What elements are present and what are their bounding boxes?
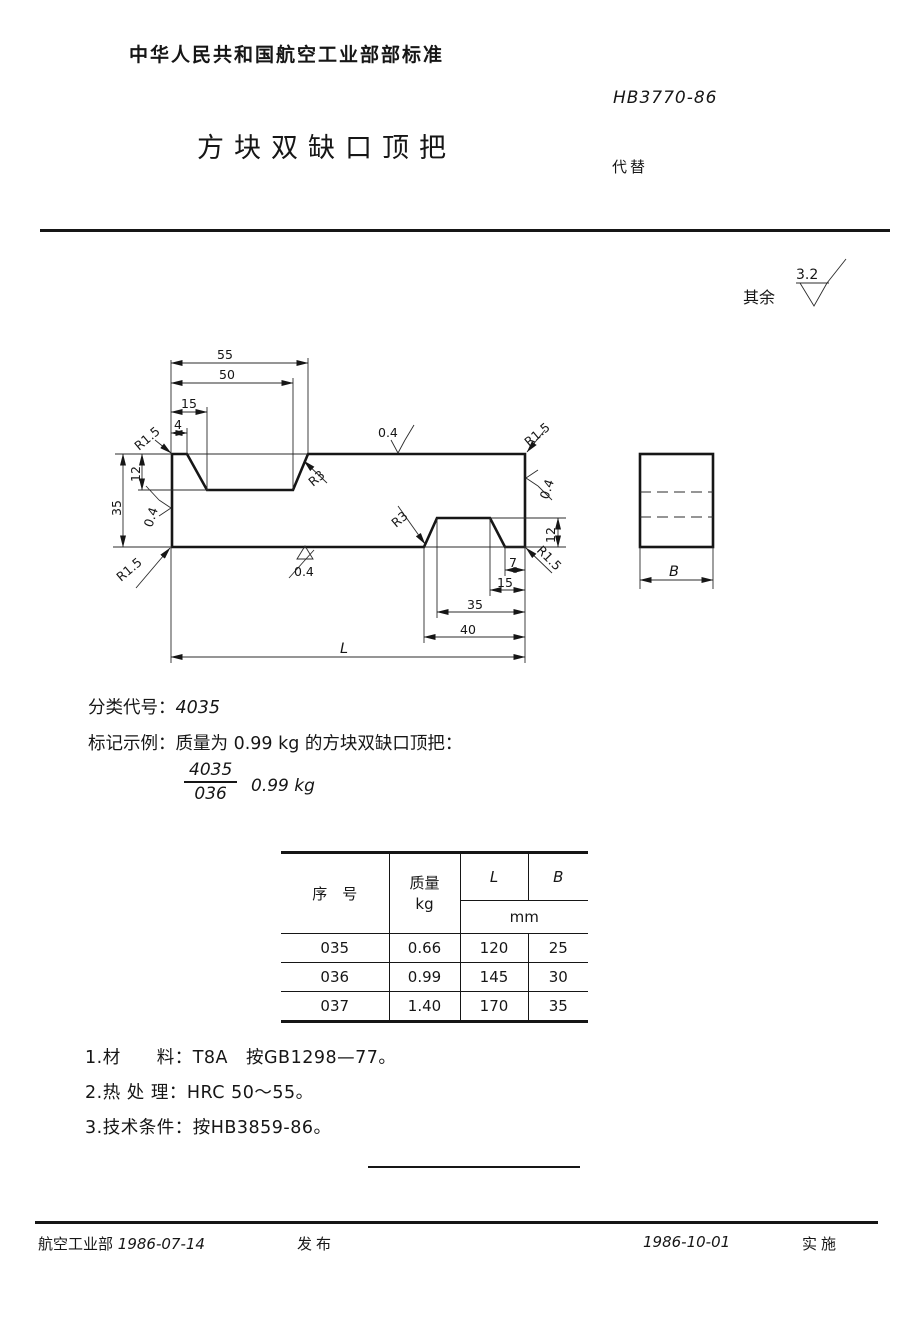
fraction-numerator: 4035 <box>184 760 238 783</box>
finish-right-label: 0.4 <box>537 477 557 501</box>
side-view-outline <box>638 452 715 549</box>
note-value: HRC 50～55。 <box>186 1083 314 1103</box>
fillet-top-left-label: R1.5 <box>131 423 163 453</box>
note-heat-treatment: 2.热 处 理：HRC 50～55。 <box>85 1079 314 1104</box>
page-title: 方块双缺口顶把 <box>197 133 456 164</box>
dimension-labels: 55 50 15 4 R1.5 0.4 R1.5 R3 0.4 12 35 0.… <box>109 347 679 657</box>
radius-top-notch-label: R3 <box>305 467 327 489</box>
footer-rule <box>35 1221 878 1224</box>
dim-bottom-35: 35 <box>467 597 483 612</box>
table-row: 035 0.66 120 25 <box>281 933 588 963</box>
note-number: 3. <box>85 1118 103 1138</box>
marking-label: 标记示例： <box>88 734 176 754</box>
cell-mass: 0.99 <box>388 962 460 992</box>
dimension-lines <box>120 360 714 660</box>
surface-roughness-mark: 其余 3.2 <box>743 258 847 307</box>
col-header-width: B <box>527 852 588 901</box>
col-header-mass-line2: kg <box>415 894 434 913</box>
table-row: 036 0.99 145 30 <box>281 962 588 992</box>
section-separator <box>368 1166 580 1168</box>
cell-length: 120 <box>459 933 528 963</box>
finish-symbols <box>145 424 553 579</box>
footer-org-date: 航空工业部 1986-07-14 <box>38 1233 205 1254</box>
marking-fraction: 4035 036 <box>184 760 238 804</box>
cell-serial: 036 <box>281 962 389 992</box>
cell-width: 25 <box>527 933 588 963</box>
footer-org: 航空工业部 <box>38 1235 114 1253</box>
header-rule <box>40 229 890 232</box>
leader-lines <box>135 429 553 589</box>
note-label: 技术条件： <box>102 1118 193 1138</box>
dim-length-label: L <box>340 641 348 657</box>
dim-depth-right-label: 12 <box>543 527 558 543</box>
front-view-outline <box>170 452 527 549</box>
extension-lines <box>113 358 714 663</box>
dim-bottom-15: 15 <box>497 575 513 590</box>
marking-description: 质量为 0.99 kg 的方块双缺口顶把： <box>175 734 463 754</box>
cell-length: 145 <box>459 962 528 992</box>
col-header-mass-line1: 质量 <box>409 873 440 892</box>
dim-bottom-40: 40 <box>460 622 476 637</box>
cell-width: 35 <box>527 991 588 1022</box>
note-technical-conditions: 3.技术条件：按HB3859-86。 <box>85 1114 332 1139</box>
replaces-label: 代替 <box>612 158 649 176</box>
radius-bottom-notch-label: R3 <box>388 508 410 530</box>
fillet-top-right-label: R1.5 <box>521 419 553 449</box>
note-number: 2. <box>85 1083 103 1103</box>
dim-width-label: B <box>669 564 679 580</box>
finish-bottom-label: 0.4 <box>294 564 314 579</box>
fillet-bottom-left-label: R1.5 <box>113 554 145 584</box>
fraction-denominator: 036 <box>194 784 227 804</box>
dim-bottom-7: 7 <box>509 555 517 570</box>
note-value: T8A 按GB1298—77。 <box>192 1048 397 1068</box>
marking-example-line: 标记示例：质量为 0.99 kg 的方块双缺口顶把： <box>88 730 462 755</box>
technical-drawing: 其余 3.2 <box>109 258 847 663</box>
footer-release-label: 发布 <box>297 1235 336 1253</box>
dim-height-label: 35 <box>109 500 124 516</box>
cell-serial: 037 <box>320 997 350 1015</box>
dim-top-50: 50 <box>219 367 235 382</box>
note-label: 材 料： <box>102 1048 193 1068</box>
finish-top-label: 0.4 <box>378 425 398 440</box>
footer-impl-label: 实施 <box>802 1235 841 1253</box>
note-value: 按HB3859-86。 <box>192 1118 332 1138</box>
dim-top-15: 15 <box>181 396 197 411</box>
col-header-serial: 序 号 <box>281 852 389 934</box>
note-material: 1.材 料：T8A 按GB1298—77。 <box>85 1044 396 1069</box>
col-header-length: L <box>459 852 528 901</box>
cell-serial: 035 <box>281 933 389 963</box>
classification-label: 分类代号： <box>88 698 176 718</box>
cell-width: 30 <box>527 962 588 992</box>
note-number: 1. <box>85 1048 103 1068</box>
cell-mass: 1.40 <box>388 991 460 1022</box>
surface-prefix-label: 其余 <box>743 288 775 307</box>
cell-mass: 0.66 <box>388 933 460 963</box>
classification-line: 分类代号：4035 <box>88 694 220 719</box>
footer-release-date: 1986-07-14 <box>117 1235 205 1253</box>
standard-org-name: 中华人民共和国航空工业部部标准 <box>129 44 445 66</box>
finish-left-label: 0.4 <box>141 505 161 529</box>
marking-weight: 0.99 kg <box>251 776 315 796</box>
surface-roughness-value: 3.2 <box>796 267 818 283</box>
standard-code: HB3770-86 <box>613 88 718 108</box>
col-header-unit: mm <box>459 900 588 934</box>
note-label: 热 处 理： <box>102 1083 187 1103</box>
dim-depth-left-label: 12 <box>128 466 143 482</box>
col-header-mass: 质量 kg <box>388 852 460 934</box>
classification-value: 4035 <box>175 698 221 718</box>
footer-impl-date: 1986-10-01 <box>643 1233 731 1251</box>
spec-table: 序 号 质量 kg L B mm 035 0.66 120 25 036 0.9… <box>281 851 588 1023</box>
cell-length: 170 <box>459 991 528 1022</box>
dim-top-4: 4 <box>174 417 182 432</box>
table-row: 037 1.40 170 35 <box>281 991 588 1022</box>
dim-top-55: 55 <box>217 347 233 362</box>
